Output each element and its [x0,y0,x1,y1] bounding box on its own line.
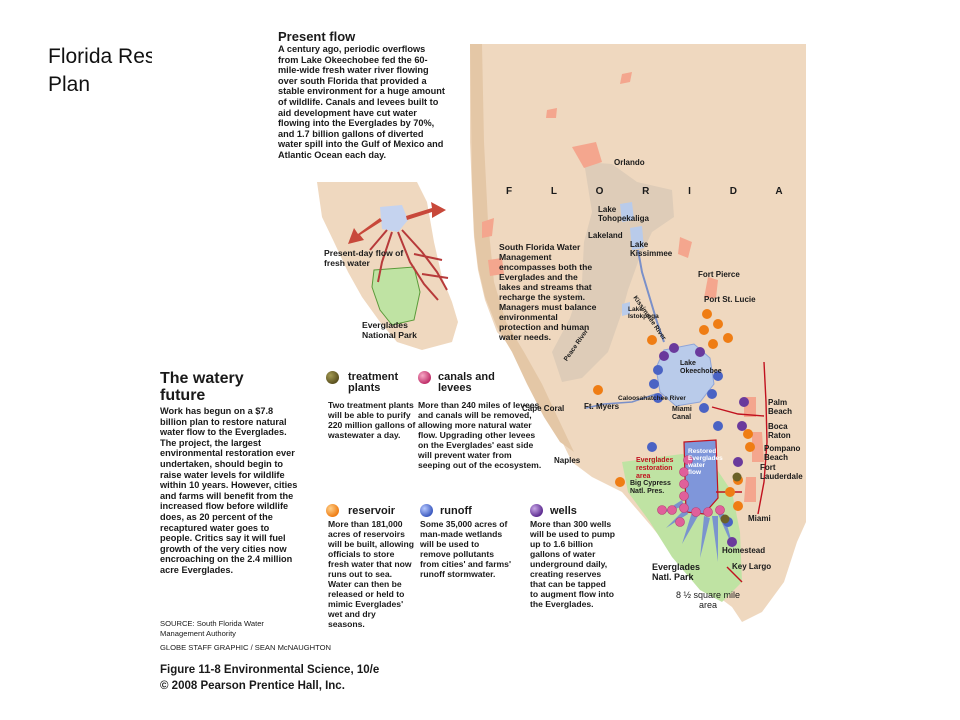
source-note: SOURCE: South Florida Water Management A… [160,619,264,638]
inset-canals [369,229,449,301]
present-flow-heading: Present flow [278,29,356,44]
sfwmd-boundary [552,162,674,382]
label-naples: Naples [554,456,581,465]
kissimmee-river-line [637,249,665,343]
label-palm-beach: Palm Beach [768,398,793,416]
levee-lines [711,361,768,583]
label-cape-coral: Cape Coral [522,404,565,413]
watery-future-body: Work has begun on a $7.8 billion plan to… [160,406,298,575]
label-fort-pierce: Fort Pierce [698,270,740,279]
label-pompano-beach: Pompano Beach [764,444,801,462]
inset-lake [380,205,408,232]
inset-map [317,182,458,350]
legend-wells-text: More than 300 wells will be used to pump… [530,519,615,609]
label-lake-okeechobee: Lake Okeechobee [680,360,722,375]
label-lake-tohopekaliga: Lake Tohopekaliga [598,205,649,223]
graphic-credit: GLOBE STAFF GRAPHIC / SEAN McNAUGHTON [160,643,332,652]
label-florida: F L O R I D A [506,186,801,197]
present-flow-body: A century ago, periodic overflows from L… [278,44,445,160]
reservoir-icon [326,504,339,517]
label-lakeland: Lakeland [588,231,623,240]
map-markers [593,309,755,547]
legend-treatment-title: treatment plants [348,371,399,394]
label-lake-istokpoga: Lake Istokpoga [628,306,659,320]
label-everglades-natl-park: Everglades Natl. Park [652,562,701,582]
label-orlando: Orlando [614,158,645,167]
inset-diversion-arrows [348,202,446,244]
inset-flow-label: Present-day flow of fresh water [324,248,404,268]
label-key-largo: Key Largo [732,562,772,571]
caloosahatchee-line [585,393,657,409]
label-homestead: Homestead [722,546,766,555]
legend-canals-text: More than 240 miles of levees and canals… [418,400,542,470]
label-miami-canal: Miami Canal [672,406,692,421]
upper-lakes [620,202,644,316]
legend-reservoir-title: reservoir [348,505,396,517]
label-port-st-lucie: Port St. Lucie [704,295,756,304]
inset-park-label: Everglades National Park [362,320,417,340]
label-fort-lauderdale: Fort Lauderdale [760,463,803,481]
legend-runoff-title: runoff [440,505,472,517]
label-boca-raton: Boca Raton [768,422,791,440]
label-restored-water-flow: Restored Everglades water flow [688,448,723,476]
copyright-line: © 2008 Pearson Prentice Hall, Inc. [160,680,345,692]
gulf-coast-shade [470,44,574,452]
label-caloosahatchee-river: Caloosahatchee River [618,395,686,402]
legend-runoff-text: Some 35,000 acres of man-made wetlands w… [420,519,512,579]
label-miami: Miami [748,514,771,523]
label-square-mile-area: 8 ½ square mile area [675,590,741,610]
florida-maps [317,44,806,622]
figure-caption: Figure 11-8 Environmental Science, 10/e [160,664,380,676]
label-restoration-area: Everglades restoration area [636,457,674,480]
restoration-figure: Present flow A century ago, periodic ove… [152,22,806,698]
canals-levees-icon [418,371,431,384]
runoff-icon [420,504,433,517]
legend-wells-title: wells [550,505,577,517]
label-ft-myers: Ft. Myers [584,402,620,411]
wells-icon [530,504,543,517]
treatment-plants-icon [326,371,339,384]
legend-canals-title: canals and levees [438,371,495,394]
legend-treatment-text: Two treatment plants will be able to pur… [328,400,416,440]
sfwmd-note: South Florida Water Management encompass… [499,242,597,342]
watery-future-heading: The watery future [160,370,244,404]
label-big-cypress: Big Cypress Natl. Pres. [630,480,671,495]
main-map [470,44,806,622]
inset-land [317,182,458,350]
label-lake-kissimmee: Lake Kissimmee [630,240,673,258]
legend-reservoir-text: More than 181,000 acres of reservoirs wi… [328,519,414,629]
